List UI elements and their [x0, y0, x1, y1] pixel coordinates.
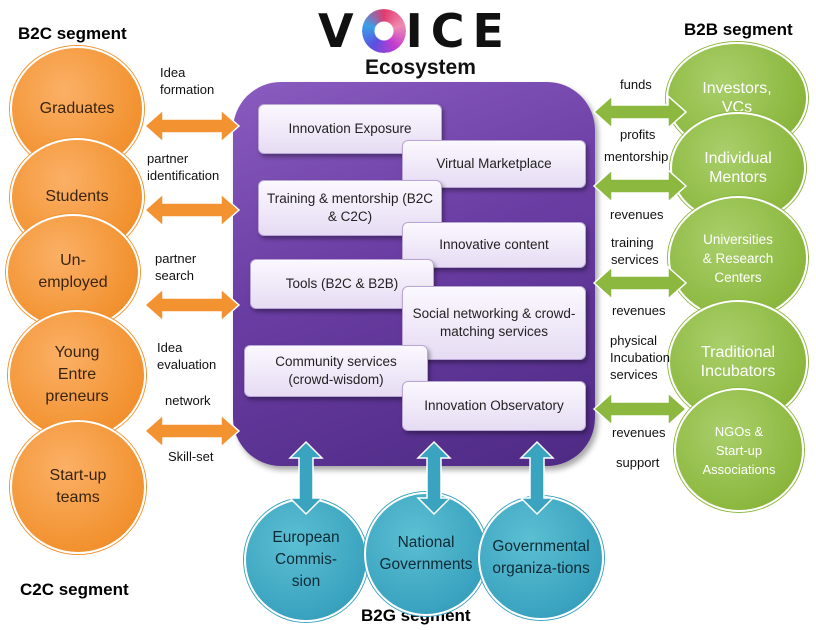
- logo-v: V: [318, 4, 362, 58]
- logo-ice: ICE: [405, 4, 512, 58]
- label-partner-identification: partner identification: [147, 151, 220, 183]
- b2g-circle-governmental-organizations: Governmental organiza-tions: [478, 496, 604, 620]
- arrow-left-3: [143, 287, 241, 323]
- label-profits: profits: [620, 127, 656, 142]
- arrow-right-3: [592, 265, 688, 301]
- b2c-circle-startup-teams: Start-up teams: [10, 420, 146, 554]
- service-innovation-exposure: Innovation Exposure: [258, 104, 442, 154]
- arrow-bottom-1: [288, 440, 324, 516]
- label-revenues-1: revenues: [610, 207, 664, 222]
- arrow-bottom-2: [416, 440, 452, 516]
- label-idea-evaluation: Idea evaluation: [157, 340, 217, 372]
- b2g-circle-european-commission: European Commis-sion: [244, 498, 368, 622]
- b2c-circle-young-entrepreneurs: Young Entre preneurs: [8, 310, 146, 440]
- label-physical-incubation-services: physical Incubation services: [610, 333, 670, 382]
- c2c-segment-label: C2C segment: [20, 580, 129, 599]
- b2b-circle-universities: Universities & Research Centers: [668, 196, 808, 320]
- label-support: support: [616, 455, 660, 470]
- label-revenues-2: revenues: [612, 303, 666, 318]
- arrow-left-4: [143, 413, 241, 449]
- ecosystem-title: Ecosystem: [365, 56, 476, 79]
- b2c-segment-label: B2C segment: [18, 24, 127, 43]
- arrow-left-1: [143, 108, 241, 144]
- label-idea-formation: Idea formation: [160, 65, 215, 97]
- arrow-right-2: [592, 168, 688, 204]
- service-innovation-observatory: Innovation Observatory: [402, 381, 586, 431]
- label-network: network: [165, 393, 211, 408]
- service-community-services: Community services (crowd-wisdom): [244, 345, 428, 397]
- label-skill-set: Skill-set: [168, 449, 214, 464]
- arrow-left-2: [143, 192, 241, 228]
- voice-logo: V ICE: [318, 4, 512, 58]
- label-training-services: training services: [611, 235, 659, 267]
- label-funds: funds: [620, 77, 652, 92]
- service-virtual-marketplace: Virtual Marketplace: [402, 140, 586, 188]
- label-partner-search: partner search: [155, 251, 197, 283]
- service-social-networking: Social networking & crowd-matching servi…: [402, 286, 586, 360]
- label-revenues-3: revenues: [612, 425, 666, 440]
- b2g-circle-national-governments: National Governments: [364, 492, 488, 616]
- b2b-circle-ngos: NGOs & Start-up Associations: [674, 388, 804, 512]
- b2b-segment-label: B2B segment: [684, 20, 793, 39]
- arrow-right-1: [592, 94, 688, 130]
- arrow-bottom-3: [519, 440, 555, 516]
- arrow-right-4: [592, 391, 688, 427]
- label-mentorship: mentorship: [604, 149, 669, 164]
- logo-o-icon: [361, 9, 406, 53]
